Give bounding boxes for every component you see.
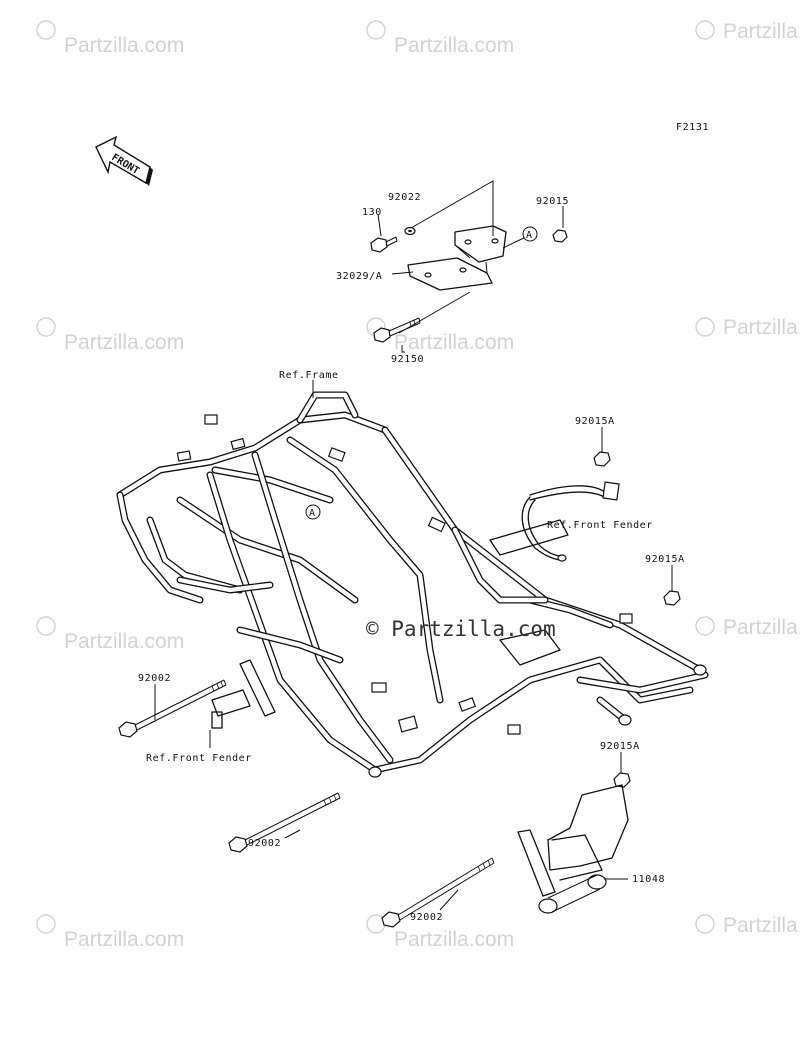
part-label: 92015A <box>645 554 685 565</box>
part-label: 32029/A <box>336 271 382 282</box>
watermark-text: Partzilla.com <box>64 331 184 354</box>
part-label: 92015A <box>600 741 640 752</box>
bolt-92002-part <box>228 792 341 853</box>
watermark-layer: Partzilla.com Partzilla.com Partzilla.co… <box>36 20 800 951</box>
watermark-text: Partzilla.com <box>64 34 184 57</box>
watermark-text: Partzilla.com <box>64 928 184 951</box>
watermark: Partzilla.com <box>366 20 514 57</box>
leader-line <box>439 889 459 911</box>
part-label: 92015A <box>575 416 615 427</box>
watermark: Partzilla.com <box>695 914 800 937</box>
leader-line <box>377 213 382 237</box>
watermark-text: Partzilla.com <box>723 20 800 43</box>
fender-bracket-part <box>211 659 276 729</box>
nut-92015-part <box>552 229 568 243</box>
part-label: Ref.Frame <box>279 370 339 381</box>
fender-bracket-part <box>521 481 620 562</box>
center-watermark: © Partzilla.com <box>366 617 556 641</box>
watermark-text: Partzilla.com <box>723 616 800 639</box>
part-label: 92022 <box>388 192 421 203</box>
svg-text:A: A <box>309 508 315 519</box>
callout-a: A <box>305 504 321 520</box>
part-label: 92002 <box>138 673 171 684</box>
nut-92015a-part <box>593 451 611 467</box>
watermark-text: Partzilla.com <box>64 630 184 653</box>
bolt-92002-part <box>381 857 495 928</box>
part-label: 11048 <box>632 874 665 885</box>
bolt-130-part <box>370 236 398 253</box>
watermark: Partzilla.com <box>36 616 184 653</box>
engine-bracket-11048-part <box>517 784 629 914</box>
watermark-text: Partzilla.com <box>394 34 514 57</box>
watermark: Partzilla.com <box>36 914 184 951</box>
part-label: Ref.Front Fender <box>146 753 252 764</box>
part-label: 92015 <box>536 196 569 207</box>
part-label: 92150 <box>391 354 424 365</box>
callout-a: A <box>522 226 538 242</box>
watermark: Partzilla.com <box>36 317 184 354</box>
bracket-assembly: A <box>370 180 568 353</box>
bolt-92002-part <box>118 679 227 738</box>
bracket-32029-part <box>407 225 507 291</box>
part-label: 130 <box>362 207 382 218</box>
bolt-92150-part <box>373 317 421 343</box>
part-label: 92002 <box>248 838 281 849</box>
part-label: Ref.Front Fender <box>547 520 653 531</box>
atv-frame-part: A <box>116 380 709 778</box>
diagram-code: F2131 <box>676 122 709 133</box>
leader-line <box>398 291 471 334</box>
watermark: Partzilla.com <box>695 316 800 339</box>
watermark: Partzilla.com <box>36 20 184 57</box>
leader-line <box>401 345 405 353</box>
watermark-text: Partzilla.com <box>723 316 800 339</box>
center-watermark-text: © Partzilla.com <box>366 617 556 641</box>
leader-line <box>284 829 301 839</box>
front-arrow-icon: FRONT <box>95 135 153 186</box>
svg-text:A: A <box>526 230 532 241</box>
part-label: 92002 <box>410 912 443 923</box>
watermark-text: Partzilla.com <box>394 331 514 354</box>
leader-line <box>410 180 494 236</box>
nut-92015a-part <box>663 590 681 606</box>
watermark: Partzilla.com <box>695 20 800 43</box>
watermark-text: Partzilla.com <box>394 928 514 951</box>
watermark: Partzilla.com <box>695 616 800 639</box>
watermark-text: Partzilla.com <box>723 914 800 937</box>
